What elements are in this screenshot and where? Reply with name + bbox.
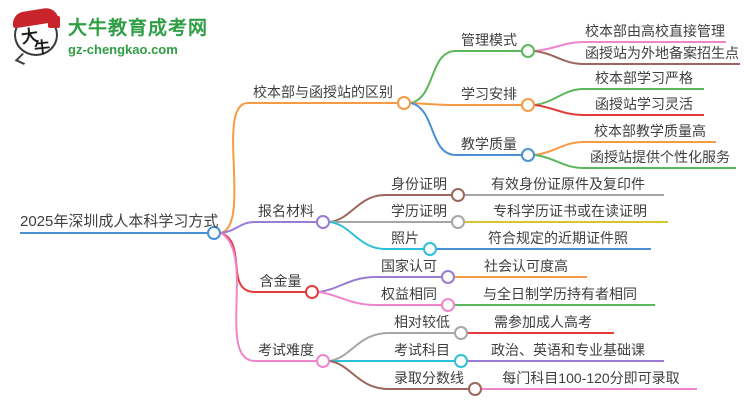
connector-branch3-child2 bbox=[318, 291, 377, 306]
subnode-identity-proof: 身份证明 bbox=[386, 174, 452, 196]
subnode-education-proof: 学历证明 bbox=[386, 201, 452, 223]
connector-branch2-child3 bbox=[329, 221, 387, 250]
connector-leaf-quality1 bbox=[534, 141, 585, 156]
branch-difference: 校本部与函授站的区别 bbox=[248, 82, 398, 104]
leaf-adult-exam-required: 需参加成人高考 bbox=[472, 312, 614, 334]
leaf-social-recognition: 社会认可度高 bbox=[465, 256, 587, 278]
connector-branch1-child1 bbox=[410, 50, 457, 104]
connector-leaf-mgmt2 bbox=[534, 50, 585, 65]
leaf-subjects-list: 政治、英语和专业基础课 bbox=[472, 340, 664, 362]
root-node: 2025年深圳成人本科学习方式 bbox=[20, 212, 218, 234]
connector-branch2-child1 bbox=[329, 194, 387, 223]
subnode-management-mode: 管理模式 bbox=[456, 30, 522, 52]
site-url: gz-chengkao.com bbox=[68, 42, 178, 57]
subnode-exam-subjects: 考试科目 bbox=[389, 340, 455, 362]
connector-leaf-quality2 bbox=[534, 154, 585, 169]
logo-text-block: 大牛教育成考网 gz-chengkao.com bbox=[68, 13, 208, 57]
subnode-national-recognition: 国家认可 bbox=[376, 256, 442, 278]
leaf-campus-quality-high: 校本部教学质量高 bbox=[584, 121, 716, 143]
node-circle-branch2 bbox=[316, 215, 330, 229]
connector-leaf-mgmt1 bbox=[534, 41, 585, 52]
connector-root-branch1 bbox=[220, 102, 249, 234]
leaf-station-registered: 函授站为外地备案招生点 bbox=[584, 43, 740, 65]
branch-registration-materials: 报名材料 bbox=[255, 201, 317, 223]
logo-seal-icon bbox=[48, 16, 60, 28]
node-circle-branch4 bbox=[316, 354, 330, 368]
connector-branch4-child1 bbox=[329, 332, 390, 362]
subnode-photo: 照片 bbox=[386, 228, 424, 250]
node-circle-branch1 bbox=[397, 96, 411, 110]
node-circle-diploma bbox=[451, 215, 465, 229]
node-circle-study bbox=[521, 98, 535, 112]
leaf-recent-photo: 符合规定的近期证件照 bbox=[465, 228, 651, 250]
connector-root-branch4 bbox=[220, 232, 256, 362]
connector-branch4-child3 bbox=[329, 360, 390, 390]
subnode-admission-score: 录取分数线 bbox=[389, 368, 469, 390]
node-circle-root bbox=[207, 226, 221, 240]
leaf-campus-strict: 校本部学习严格 bbox=[584, 68, 704, 90]
connector-branch1-child2 bbox=[410, 102, 457, 106]
connector-leaf-study2 bbox=[534, 104, 585, 116]
connector-root-branch2 bbox=[220, 221, 256, 234]
leaf-station-flexible: 函授站学习灵活 bbox=[584, 94, 704, 116]
branch-exam-difficulty: 考试难度 bbox=[255, 340, 317, 362]
branch-value: 含金量 bbox=[255, 271, 306, 293]
leaf-score-100-120: 每门科目100-120分即可录取 bbox=[485, 368, 697, 390]
node-circle-branch3 bbox=[305, 285, 319, 299]
leaf-college-certificate: 专科学历证书或在读证明 bbox=[472, 201, 668, 223]
connector-branch1-child3 bbox=[410, 102, 457, 156]
site-name: 大牛教育成考网 bbox=[68, 18, 209, 39]
connector-leaf-study1 bbox=[534, 88, 585, 106]
node-circle-rights bbox=[441, 298, 455, 312]
subnode-relatively-low: 相对较低 bbox=[389, 312, 455, 334]
leaf-campus-managed: 校本部由高校直接管理 bbox=[584, 21, 726, 43]
connector-branch3-child1 bbox=[318, 276, 377, 293]
logo-mark-icon: 大 牛 bbox=[11, 6, 60, 65]
connector-root-branch3 bbox=[220, 232, 256, 293]
subnode-teaching-quality: 教学质量 bbox=[456, 134, 522, 156]
node-circle-exam-score bbox=[468, 382, 482, 396]
node-circle-recognition bbox=[441, 270, 455, 284]
node-circle-id bbox=[451, 188, 465, 202]
logo-badge-char: 牛 bbox=[33, 39, 52, 58]
subnode-equal-rights: 权益相同 bbox=[376, 284, 442, 306]
node-circle-exam-low bbox=[454, 326, 468, 340]
node-circle-mgmt bbox=[521, 44, 535, 58]
node-circle-quality bbox=[521, 148, 535, 162]
leaf-station-personalized: 函授站提供个性化服务 bbox=[584, 147, 736, 169]
node-circle-exam-subjects bbox=[454, 354, 468, 368]
subnode-study-arrangement: 学习安排 bbox=[456, 84, 522, 106]
leaf-same-as-fulltime: 与全日制学历持有者相同 bbox=[465, 284, 655, 306]
leaf-id-original-copy: 有效身份证原件及复印件 bbox=[472, 174, 664, 196]
node-circle-photo bbox=[423, 242, 437, 256]
site-logo: 大 牛 大牛教育成考网 gz-chengkao.com bbox=[11, 6, 208, 65]
